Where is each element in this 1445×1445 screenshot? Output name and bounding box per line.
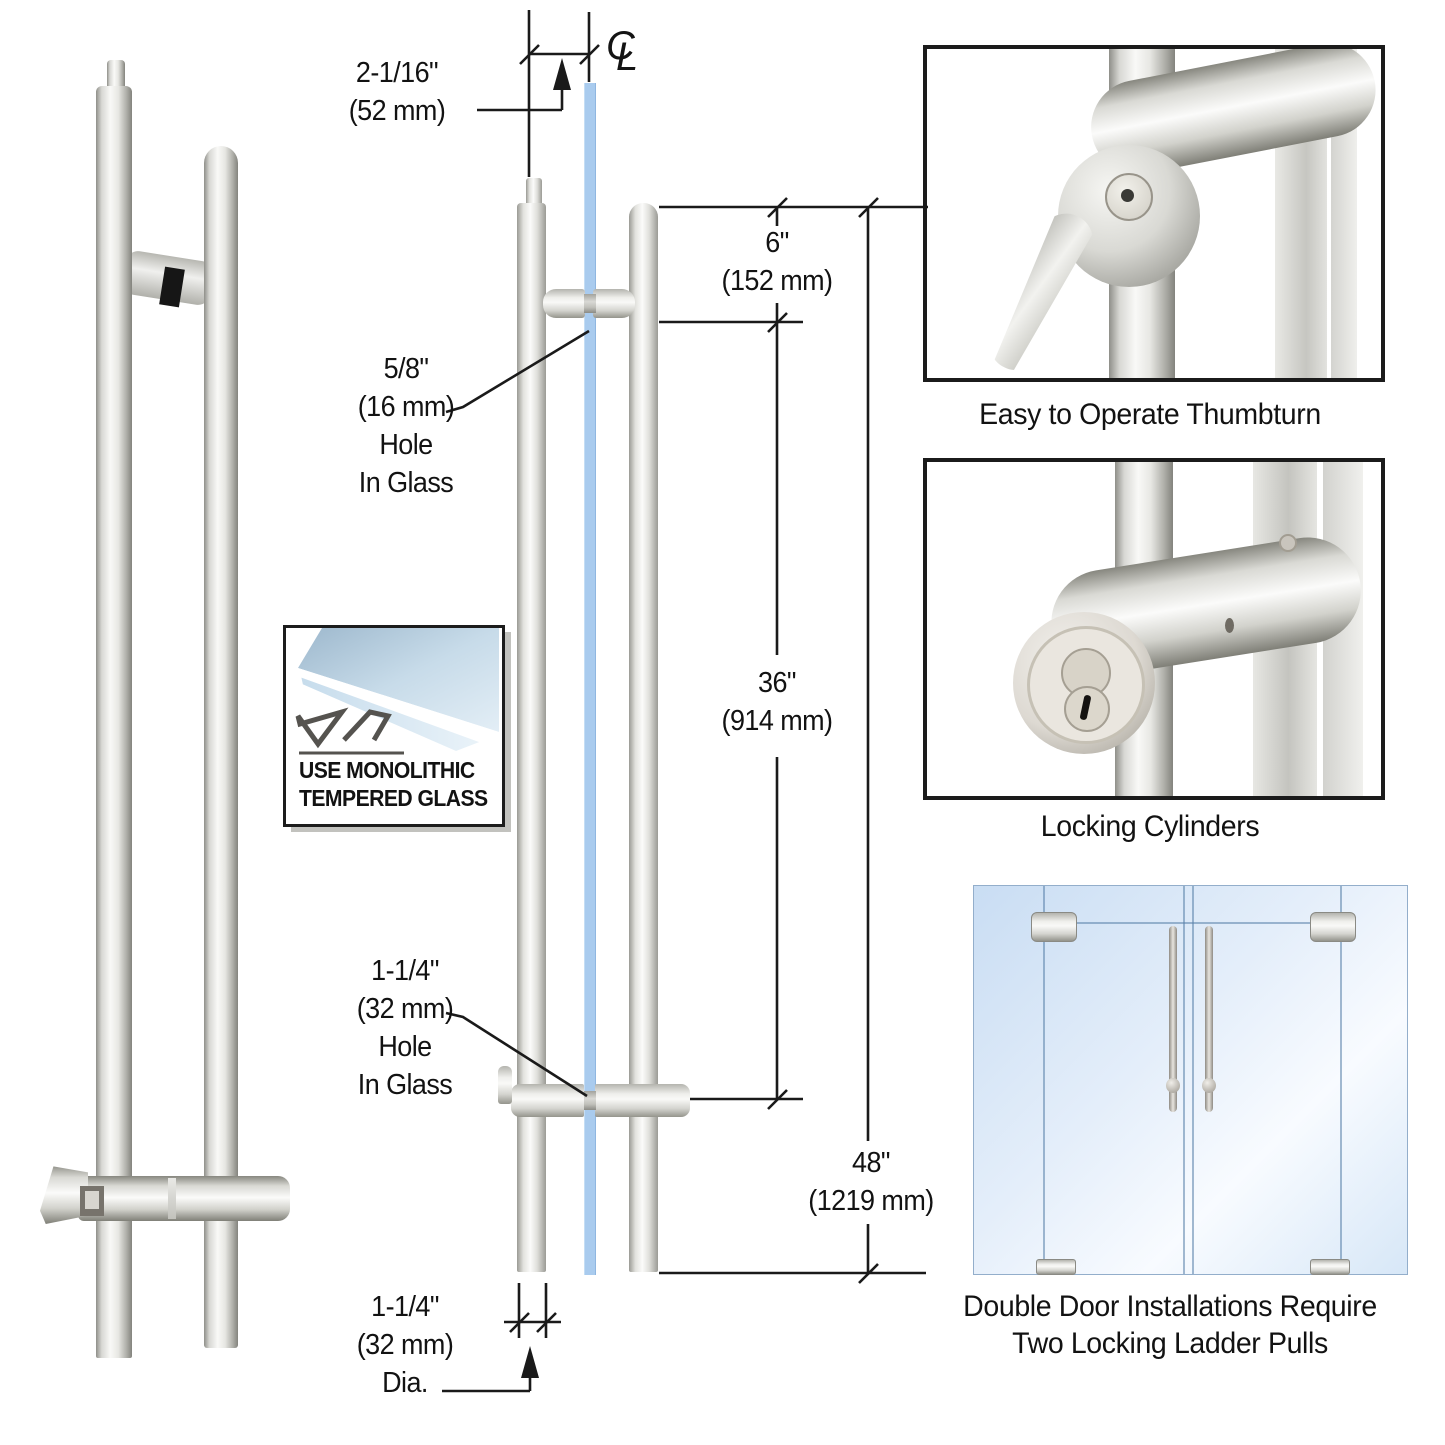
dim-gap-label: 6" (152 mm): [693, 224, 860, 300]
dim-top-hole-word1: Hole: [379, 429, 433, 461]
dim-bottom-hole-word2: In Glass: [357, 1069, 453, 1101]
door-top-rail-line: [1043, 922, 1342, 924]
lock-housing-left: [511, 1084, 584, 1117]
door-divider-left: [1043, 886, 1045, 1274]
dim-bottom-hole-label: 1-1/4" (32 mm) Hole In Glass: [331, 952, 480, 1104]
dim-gap-inches: 6": [765, 227, 789, 259]
photo-left-tube-tip: [107, 60, 125, 92]
dim-bottom-hole-word1: Hole: [378, 1031, 432, 1063]
thumbturn-photo-screw-dot: [1121, 189, 1134, 202]
dim-top-hole-word2: In Glass: [358, 467, 454, 499]
door-ladder-pull-right: [1205, 926, 1213, 1112]
dim-overall-label: 48" (1219 mm): [778, 1144, 964, 1220]
thumbturn-caption: Easy to Operate Thumbturn: [979, 398, 1321, 431]
badge-line2: TEMPERED GLASS: [299, 785, 488, 811]
thumbturn-photo-lever: [980, 205, 1102, 380]
thumbturn-photo: [923, 45, 1385, 382]
dim-top-hole-inches: 5/8": [383, 353, 429, 385]
dim-top-hole-mm: (16 mm): [357, 391, 455, 423]
dim-diameter-word: Dia.: [382, 1367, 428, 1399]
tempered-glass-icon: [295, 628, 499, 755]
dim-offset-mm: (52 mm): [348, 95, 446, 127]
diagram-thumbturn-lever: [498, 1066, 512, 1104]
photo-left-tube: [96, 86, 132, 1358]
double-door-caption-line2: Two Locking Ladder Pulls: [1012, 1327, 1328, 1360]
lock-housing-connector: [584, 1091, 596, 1110]
door-divider-center-b: [1192, 886, 1194, 1274]
door-lock-knob-left: [1166, 1078, 1180, 1093]
dim-bottom-hole-inches: 1-1/4": [371, 955, 439, 987]
dim-offset-inches: 2-1/16": [355, 57, 439, 89]
dim-offset-label: 2-1/16" (52 mm): [313, 54, 480, 130]
cylinders-caption: Locking Cylinders: [1040, 810, 1260, 843]
dim-span-label: 36" (914 mm): [693, 664, 860, 740]
dim-offset-lines: [477, 10, 600, 177]
top-fitting-left: [543, 289, 585, 318]
double-door-caption-line1: Double Door Installations Require: [963, 1290, 1377, 1323]
dim-span-inches: 36": [758, 667, 796, 699]
dim-top-hole-label: 5/8" (16 mm) Hole In Glass: [332, 350, 481, 502]
dim-overall-lines: [659, 207, 926, 1284]
lock-housing-right: [595, 1084, 690, 1117]
door-lock-knob-right: [1202, 1078, 1216, 1093]
door-ladder-pull-left: [1169, 926, 1177, 1112]
double-door-illustration: [973, 885, 1408, 1275]
dim-bottom-hole-mm: (32 mm): [356, 993, 454, 1025]
dim-diameter-mm: (32 mm): [356, 1329, 454, 1361]
cylinders-photo: [923, 458, 1385, 800]
dim-diameter-inches: 1-1/4": [371, 1291, 439, 1323]
photo-lock-housing: [78, 1176, 290, 1221]
dim-gap-mm: (152 mm): [721, 265, 833, 297]
door-divider-right: [1340, 886, 1342, 1274]
photo-lock-seam: [168, 1178, 176, 1219]
cylinder-screw-top: [1279, 534, 1297, 552]
centerline-icon: C L: [606, 24, 660, 86]
dim-span-mm: (914 mm): [721, 705, 833, 737]
photo-right-tube: [204, 146, 238, 1348]
patch-fitting-bottom-right: [1310, 1259, 1350, 1275]
dim-overall-inches: 48": [852, 1147, 890, 1179]
dim-overall-mm: (1219 mm): [808, 1185, 934, 1217]
photo-lever-bracket-inner: [85, 1191, 99, 1209]
double-door-caption: Double Door Installations Require Two Lo…: [940, 1288, 1400, 1362]
patch-fitting-bottom-left: [1036, 1259, 1076, 1275]
centerline-c: C: [606, 24, 635, 68]
dim-diameter-label: 1-1/4" (32 mm) Dia.: [331, 1288, 480, 1402]
patch-fitting-top-right: [1310, 912, 1356, 942]
tempered-glass-badge: USE MONOLITHIC TEMPERED GLASS: [283, 625, 505, 827]
door-divider-center-a: [1183, 886, 1185, 1274]
badge-line1: USE MONOLITHIC: [299, 757, 475, 783]
top-fitting-right: [593, 289, 635, 318]
product-photo: [20, 40, 330, 1380]
top-fitting-connector: [584, 294, 596, 313]
cylinder-screw: [1225, 618, 1234, 633]
diagram-left-pull-tip: [526, 178, 542, 206]
patch-fitting-top-left: [1031, 912, 1077, 942]
centerline-l: L: [616, 35, 639, 79]
